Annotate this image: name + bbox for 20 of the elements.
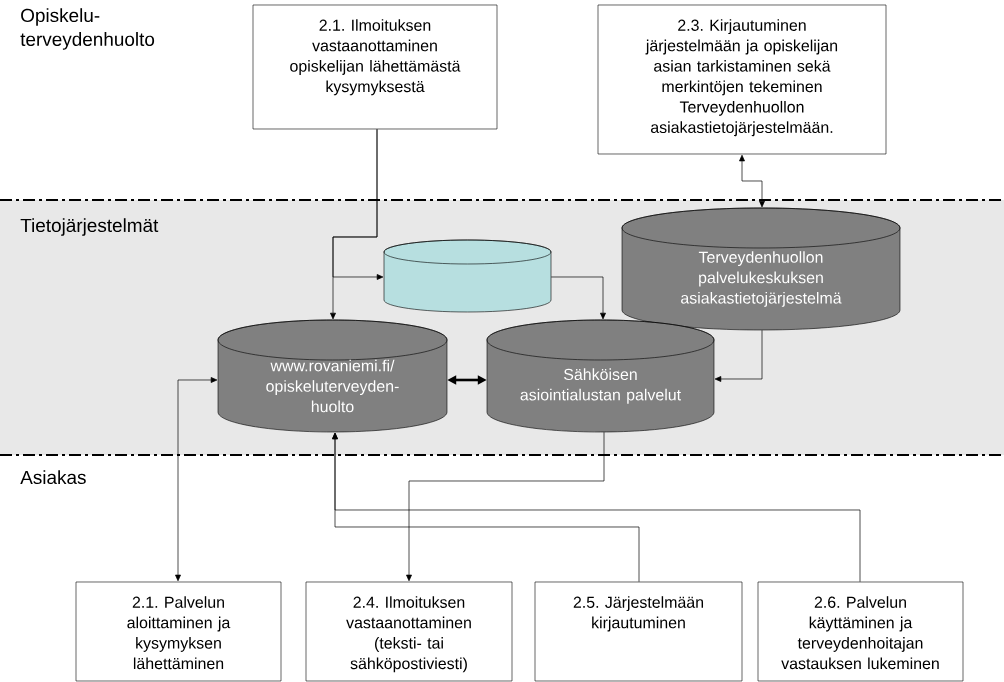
- database-cylinder: Terveydenhuollon palvelukeskuksen asiakastietojärjestelmä: [621, 207, 901, 331]
- arrow: [714, 329, 763, 382]
- process-box: 2.5. Järjestelmään kirjautuminen: [534, 581, 743, 682]
- section-label: Opiskelu- terveydenhuolto: [20, 8, 155, 50]
- arrow: [406, 431, 605, 582]
- process-box: 2.1. Ilmoituksen vastaanottaminen opiskelijan lähettämästä kysymyksestä: [252, 4, 498, 130]
- arrow: [332, 128, 384, 280]
- arrow: [175, 377, 218, 582]
- section-label: Asiakas: [20, 470, 86, 485]
- arrow: [739, 154, 765, 208]
- process-box: 2.4. Ilmoituksen vastaanottaminen (teksti- tai sähköpostiviesti): [305, 581, 513, 682]
- process-box: 2.3. Kirjautuminen järjestelmään ja opiskelijan asian tarkistaminen sekä merkintöjen tekeminen Terveydenhuollon asiakastietojärjestelmään.: [597, 4, 887, 155]
- database-cylinder: www.rovaniemi.fi/ opiskeluterveyden- huolto: [217, 319, 448, 433]
- arrow: [550, 276, 606, 320]
- process-box: 2.1. Palvelun aloittaminen ja kysymyksen lähettäminen: [75, 581, 282, 682]
- database-cylinder: [383, 239, 552, 313]
- section-label: Tietojärjestelmät: [20, 218, 159, 236]
- arrow: [332, 432, 861, 583]
- database-cylinder: Sähköisen asiointialustan palvelut: [486, 319, 715, 433]
- process-box: 2.6. Palvelun käyttäminen ja terveydenhoitajan vastauksen lukeminen: [757, 581, 964, 682]
